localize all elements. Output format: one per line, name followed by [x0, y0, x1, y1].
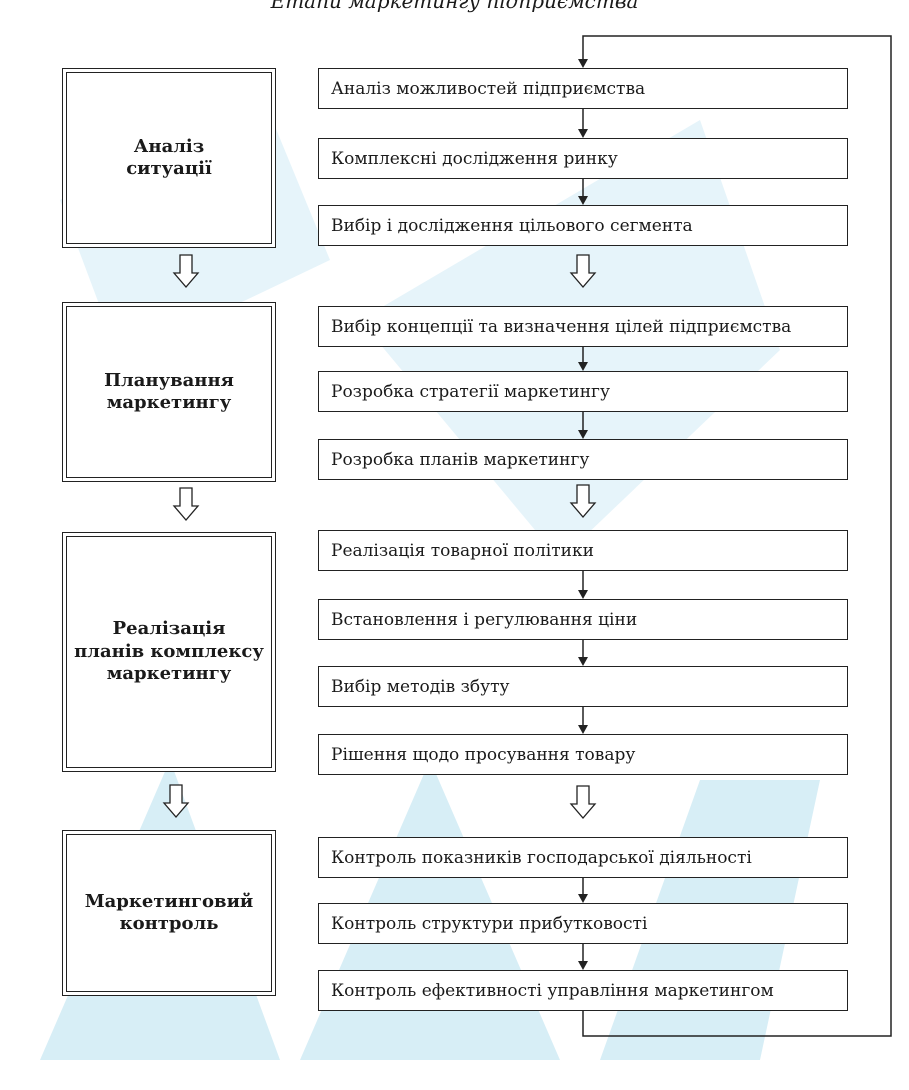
step-box-2: Комплексні дослідження ринку	[318, 138, 848, 179]
stage-box-1: Аналіз ситуації	[62, 68, 276, 248]
step-box-12: Контроль структури прибутковості	[318, 903, 848, 944]
feedback-loop-line	[582, 35, 892, 1037]
step-label: Розробка планів маркетингу	[331, 449, 590, 470]
step-label: Вибір методів збуту	[331, 676, 510, 697]
hollow-arrow-icon	[569, 484, 597, 518]
step-box-8: Встановлення і регулювання ціни	[318, 599, 848, 640]
step-label: Контроль структури прибутковості	[331, 913, 648, 934]
step-box-13: Контроль ефективності управління маркети…	[318, 970, 848, 1011]
step-label: Рішення щодо просування товару	[331, 744, 636, 765]
stage-label: Аналіз ситуації	[126, 135, 212, 180]
arrowhead-icon	[578, 590, 588, 599]
stage-label: Планування маркетингу	[104, 369, 234, 414]
step-box-7: Реалізація товарної політики	[318, 530, 848, 571]
step-label: Встановлення і регулювання ціни	[331, 609, 638, 630]
page-title: Етапи маркетингу підприємства	[270, 0, 639, 13]
stage-box-2: Планування маркетингу	[62, 302, 276, 482]
arrowhead-icon	[578, 196, 588, 205]
stage-box-3: Реалізація планів комплексу маркетингу	[62, 532, 276, 772]
step-label: Вибір концепції та визначення цілей підп…	[331, 316, 792, 337]
hollow-arrow-icon	[569, 785, 597, 819]
step-box-1: Аналіз можливостей підприємства	[318, 68, 848, 109]
arrowhead-icon	[578, 961, 588, 970]
step-box-9: Вибір методів збуту	[318, 666, 848, 707]
arrowhead-icon	[578, 129, 588, 138]
step-box-3: Вибір і дослідження цільового сегмента	[318, 205, 848, 246]
hollow-arrow-icon	[172, 254, 200, 288]
arrowhead-icon	[578, 59, 588, 68]
arrowhead-icon	[578, 362, 588, 371]
step-box-10: Рішення щодо просування товару	[318, 734, 848, 775]
step-label: Розробка стратегії маркетингу	[331, 381, 610, 402]
hollow-arrow-icon	[172, 487, 200, 521]
step-box-5: Розробка стратегії маркетингу	[318, 371, 848, 412]
step-box-4: Вибір концепції та визначення цілей підп…	[318, 306, 848, 347]
step-label: Комплексні дослідження ринку	[331, 148, 618, 169]
arrowhead-icon	[578, 657, 588, 666]
arrowhead-icon	[578, 894, 588, 903]
stage-label: Маркетинговий контроль	[84, 890, 254, 935]
arrowhead-icon	[578, 430, 588, 439]
step-label: Вибір і дослідження цільового сегмента	[331, 215, 693, 236]
stage-label: Реалізація планів комплексу маркетингу	[74, 618, 264, 685]
step-label: Контроль показників господарської діяльн…	[331, 847, 752, 868]
step-box-11: Контроль показників господарської діяльн…	[318, 837, 848, 878]
step-label: Контроль ефективності управління маркети…	[331, 980, 774, 1001]
stage-box-4: Маркетинговий контроль	[62, 830, 276, 996]
step-box-6: Розробка планів маркетингу	[318, 439, 848, 480]
step-label: Реалізація товарної політики	[331, 540, 594, 561]
hollow-arrow-icon	[569, 254, 597, 288]
hollow-arrow-icon	[162, 784, 190, 818]
step-label: Аналіз можливостей підприємства	[331, 78, 646, 99]
arrowhead-icon	[578, 725, 588, 734]
